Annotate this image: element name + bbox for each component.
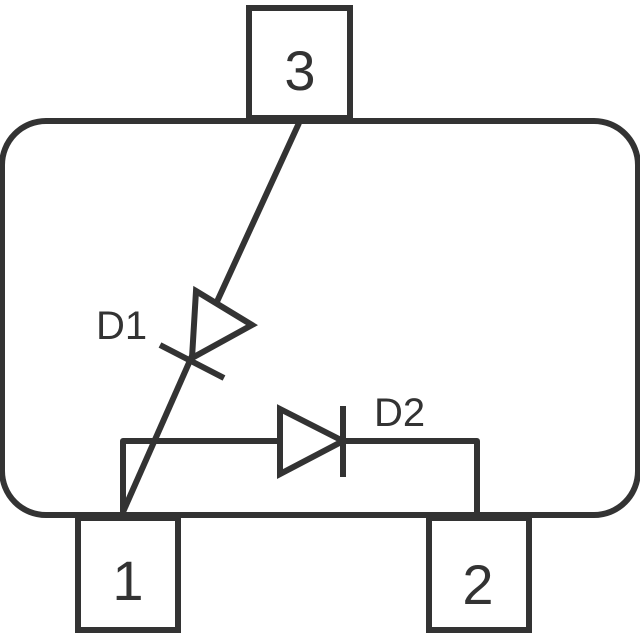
d2-diode-symbol [277, 404, 350, 479]
d1-diode-symbol [188, 285, 258, 364]
d1-wire-lower [120, 354, 195, 514]
pin-2-number: 2 [462, 553, 493, 616]
pin-1-box [75, 515, 181, 633]
pin-1-number: 1 [112, 549, 143, 612]
d1-wire-upper [212, 121, 302, 308]
d2-wire-left [120, 438, 280, 514]
pin-3-box [246, 5, 353, 121]
d2-label: D2 [374, 391, 425, 435]
d1-label: D1 [96, 304, 147, 348]
pin-2-box [426, 515, 532, 633]
d2-wire-right [343, 438, 480, 514]
pin-3-number: 3 [284, 39, 315, 102]
d1-cathode-bar [158, 342, 226, 381]
